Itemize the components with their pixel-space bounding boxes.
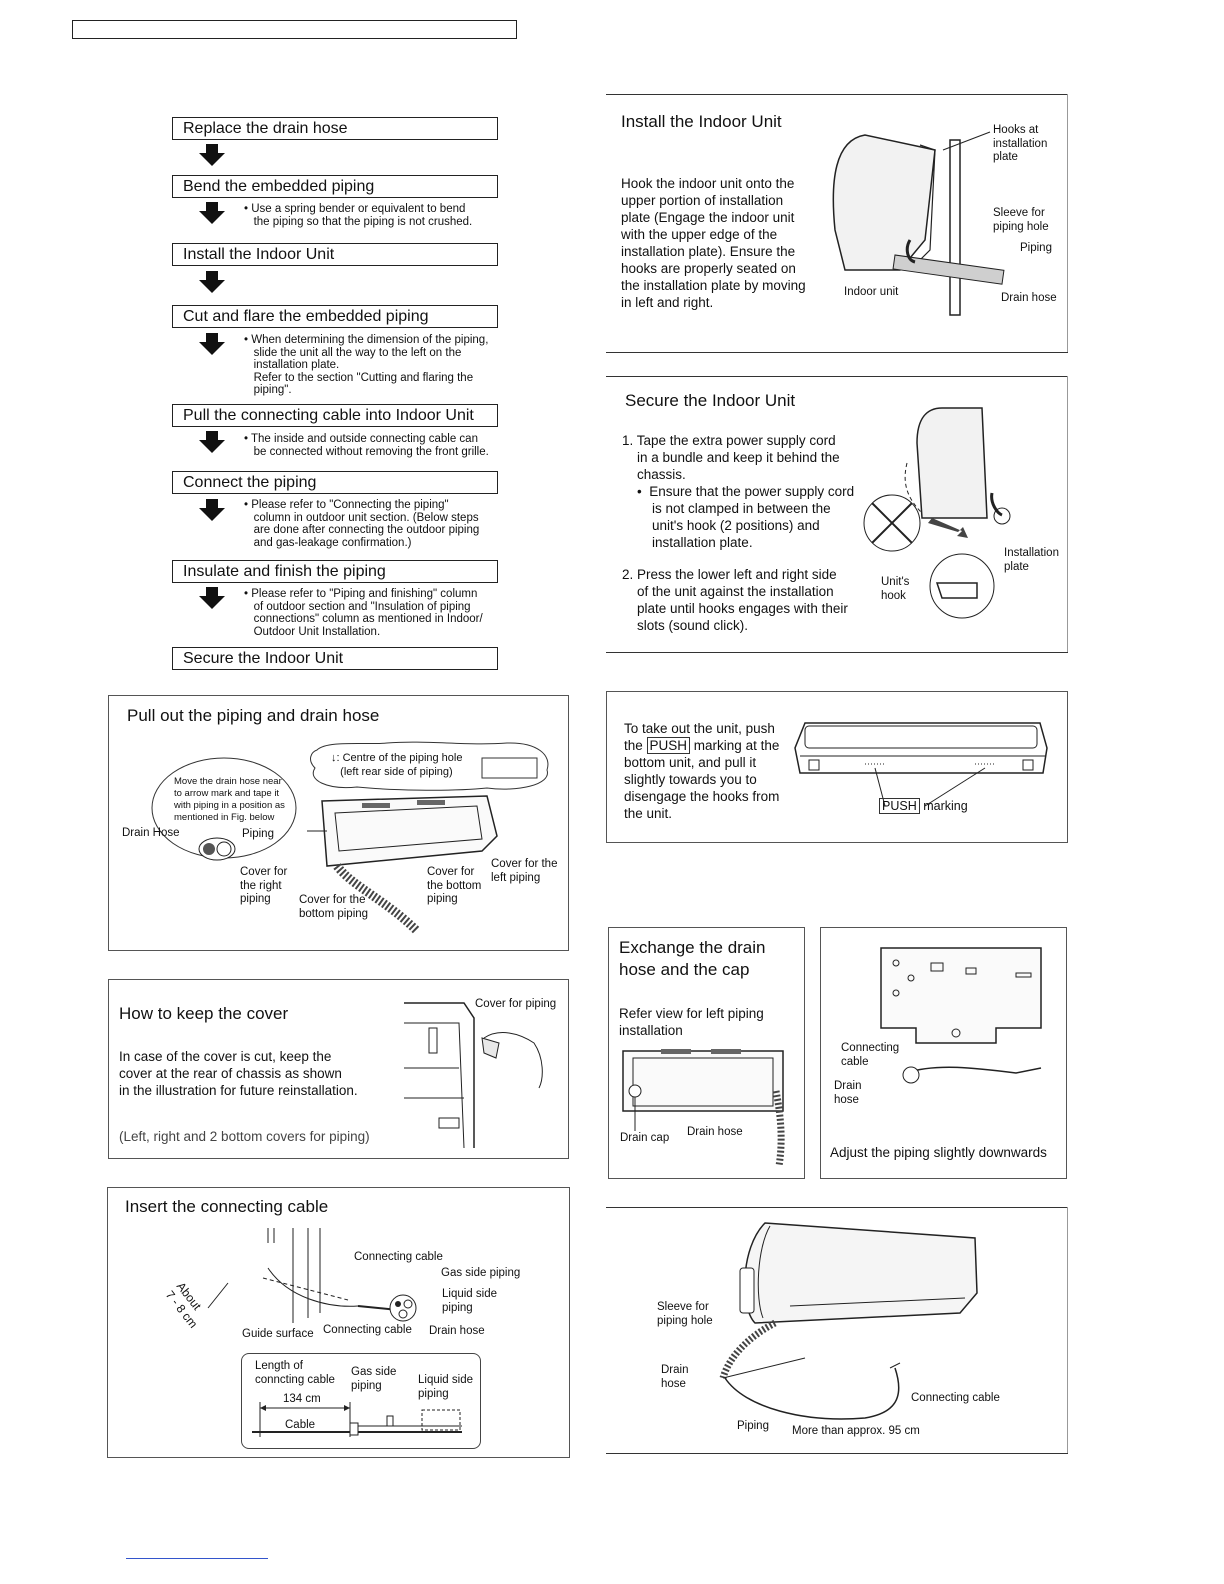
panel-text: Refer view for left piping installation — [619, 1005, 764, 1039]
step-box: Bend the embedded piping — [172, 175, 498, 198]
label-drain-hose: Drain Hose — [122, 827, 180, 841]
takeout-panel: To take out the unit, push the PUSH mark… — [606, 691, 1068, 843]
down-arrow-icon — [199, 144, 225, 166]
step-note: • When determining the dimension of the … — [244, 334, 488, 397]
label-connecting-cable: Connecting cable — [841, 1042, 899, 1069]
step-note: • Use a spring bender or equivalent to b… — [244, 203, 472, 228]
panel-title: Install the Indoor Unit — [621, 112, 782, 132]
label-guide-surface: Guide surface — [242, 1328, 314, 1342]
step-box: Cut and flare the embedded piping — [172, 305, 498, 328]
panel-title: Insert the connecting cable — [125, 1197, 328, 1217]
label-cover-for-piping: Cover for piping — [475, 998, 556, 1012]
label-drain-hose: Drain hose — [429, 1325, 485, 1339]
step-note: • Please refer to "Piping and finishing"… — [244, 588, 483, 638]
step-box: Pull the connecting cable into Indoor Un… — [172, 404, 498, 427]
panel-title: Pull out the piping and drain hose — [127, 706, 379, 726]
label-cover-bottom-2: Cover for the bottom piping — [427, 866, 481, 907]
pipe-cross-section-icon — [197, 836, 237, 862]
push-marking: PUSH — [647, 737, 691, 754]
panel-title: Exchange the drain hose and the cap — [619, 937, 766, 981]
push-marking-label: PUSH marking — [879, 800, 968, 814]
label-piping: Piping — [242, 828, 274, 842]
step-box: Secure the Indoor Unit — [172, 647, 498, 670]
label-sleeve: Sleeve for piping hole — [657, 1301, 713, 1328]
label-drain-hose: Drain hose — [834, 1080, 861, 1107]
step-note: • Please refer to "Connecting the piping… — [244, 499, 479, 549]
label-about: About 7 - 8 cm — [163, 1280, 211, 1331]
label-connecting-cable: Connecting cable — [911, 1392, 1000, 1406]
takeout-text-line2: the PUSH marking at the — [624, 737, 779, 754]
down-arrow-icon — [199, 587, 225, 609]
label-drain-cap: Drain cap — [620, 1132, 669, 1146]
exchange-panel: Exchange the drain hose and the cap Refe… — [608, 927, 805, 1179]
header-bar — [72, 20, 517, 39]
label-drain-hose: Drain hose — [1001, 292, 1057, 306]
label-units-hook: Unit's hook — [881, 576, 909, 603]
label-cover-left: Cover for the left piping — [491, 858, 557, 885]
footer-line — [126, 1558, 268, 1559]
pullout-panel: Pull out the piping and drain hose ↓: Ce… — [108, 695, 569, 951]
label-installation-plate: Installation plate — [1004, 547, 1059, 574]
panel-title: Secure the Indoor Unit — [625, 391, 795, 411]
down-arrow-icon — [199, 333, 225, 355]
takeout-text-rest: bottom unit, and pull it slightly toward… — [624, 754, 779, 822]
down-arrow-icon — [199, 271, 225, 293]
keep-cover-panel: How to keep the cover In case of the cov… — [108, 979, 569, 1159]
label-length: Length of conncting cable — [255, 1360, 335, 1387]
installation-plate-illustration — [876, 943, 1046, 1103]
step-box: Connect the piping — [172, 471, 498, 494]
cloud-text: ↓: Centre of the piping hole (left rear … — [331, 752, 462, 779]
step-box: Insulate and finish the piping — [172, 560, 498, 583]
down-arrow-icon — [199, 431, 225, 453]
panel-text: Hook the indoor unit onto the upper port… — [621, 175, 806, 311]
chassis-rear-illustration — [404, 998, 554, 1148]
insert-panel: Insert the connecting cable About 7 - 8 … — [107, 1187, 570, 1458]
panel-text: 1. Tape the extra power supply cord in a… — [622, 432, 854, 551]
label-drain-hose: Drain hose — [661, 1364, 688, 1391]
step-box: Replace the drain hose — [172, 117, 498, 140]
label-piping: Piping — [737, 1420, 769, 1434]
step-note: • The inside and outside connecting cabl… — [244, 433, 489, 458]
label-cover-right: Cover for the right piping — [240, 866, 287, 907]
length-diagram — [252, 1402, 472, 1442]
label-hooks: Hooks at installation plate — [993, 124, 1047, 165]
label-piping: Piping — [1020, 242, 1052, 256]
label-cover-bottom-1: Cover for the bottom piping — [299, 894, 368, 921]
panel-note: (Left, right and 2 bottom covers for pip… — [119, 1128, 370, 1145]
label-connecting-cable-2: Connecting cable — [323, 1324, 412, 1338]
cable-insertion-illustration — [208, 1228, 438, 1338]
label-connecting-cable-1: Connecting cable — [354, 1251, 443, 1265]
panel-text: 2. Press the lower left and right side o… — [622, 566, 848, 634]
cable-length-box: Length of conncting cable Gas side pipin… — [241, 1353, 481, 1449]
adjust-panel: Connecting cable Drain hose Adjust the p… — [820, 927, 1067, 1179]
panel-caption: Adjust the piping slightly downwards — [830, 1144, 1047, 1161]
label-indoor-unit: Indoor unit — [844, 286, 898, 300]
panel-text: In case of the cover is cut, keep the co… — [119, 1048, 358, 1099]
panel-title: How to keep the cover — [119, 1004, 288, 1024]
bubble-text: Move the drain hose near to arrow mark a… — [174, 776, 285, 824]
label-length: More than approx. 95 cm — [792, 1425, 920, 1439]
label-liquid-side-2: Liquid side piping — [418, 1374, 473, 1401]
label-gas-side: Gas side piping — [441, 1267, 520, 1281]
label-drain-hose: Drain hose — [687, 1126, 743, 1140]
label-liquid-side: Liquid side piping — [442, 1288, 497, 1315]
takeout-text-line1: To take out the unit, push — [624, 720, 775, 737]
chassis-front-illustration — [621, 1046, 801, 1166]
down-arrow-icon — [199, 202, 225, 224]
label-gas-side-2: Gas side piping — [351, 1366, 396, 1393]
down-arrow-icon — [199, 499, 225, 521]
unit-bottom-illustration — [795, 718, 1050, 778]
label-sleeve: Sleeve for piping hole — [993, 207, 1049, 234]
step-box: Install the Indoor Unit — [172, 243, 498, 266]
